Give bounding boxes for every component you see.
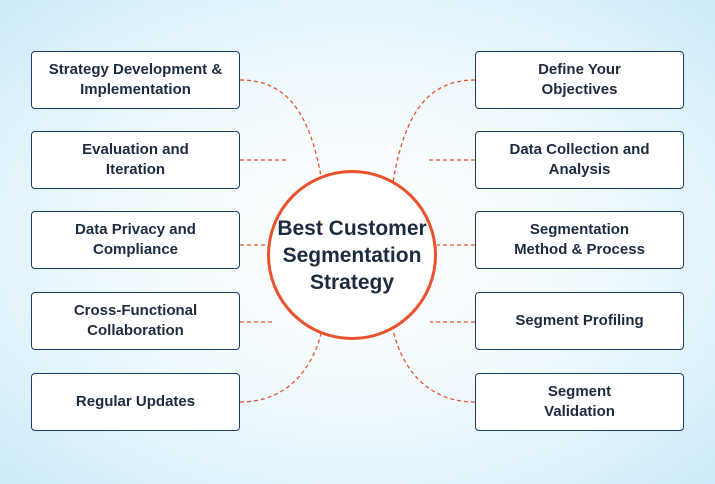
connector-left-1 bbox=[239, 79, 323, 183]
center-circle: Best Customer Segmentation Strategy bbox=[267, 170, 437, 340]
node-label: Cross-Functional Collaboration bbox=[73, 302, 198, 339]
node-cross-functional: Cross-Functional Collaboration bbox=[31, 292, 240, 350]
node-segment-validation: Segment Validation bbox=[475, 373, 684, 431]
center-title: Best Customer Segmentation Strategy bbox=[277, 216, 427, 294]
node-label: Evaluation and Iteration bbox=[82, 141, 189, 178]
node-regular-updates: Regular Updates bbox=[31, 373, 240, 431]
connector-left-5 bbox=[239, 329, 323, 403]
node-strategy-development: Strategy Development & Implementation bbox=[31, 51, 240, 109]
node-define-objectives: Define Your Objectives bbox=[475, 51, 684, 109]
node-label: Segment Validation bbox=[544, 383, 615, 420]
node-segment-profiling: Segment Profiling bbox=[475, 292, 684, 350]
node-label: Strategy Development & Implementation bbox=[48, 61, 223, 98]
node-label: Define Your Objectives bbox=[538, 61, 621, 98]
node-label: Segment Profiling bbox=[515, 312, 644, 329]
connector-right-5 bbox=[392, 329, 476, 403]
node-segmentation-method: Segmentation Method & Process bbox=[475, 211, 684, 269]
node-data-privacy: Data Privacy and Compliance bbox=[31, 211, 240, 269]
node-label: Data Collection and Analysis bbox=[509, 141, 650, 178]
node-label: Segmentation Method & Process bbox=[514, 221, 645, 258]
node-evaluation-iteration: Evaluation and Iteration bbox=[31, 131, 240, 189]
node-data-collection: Data Collection and Analysis bbox=[475, 131, 684, 189]
connector-right-1 bbox=[392, 79, 476, 183]
node-label: Data Privacy and Compliance bbox=[75, 221, 196, 258]
node-label: Regular Updates bbox=[75, 393, 196, 410]
